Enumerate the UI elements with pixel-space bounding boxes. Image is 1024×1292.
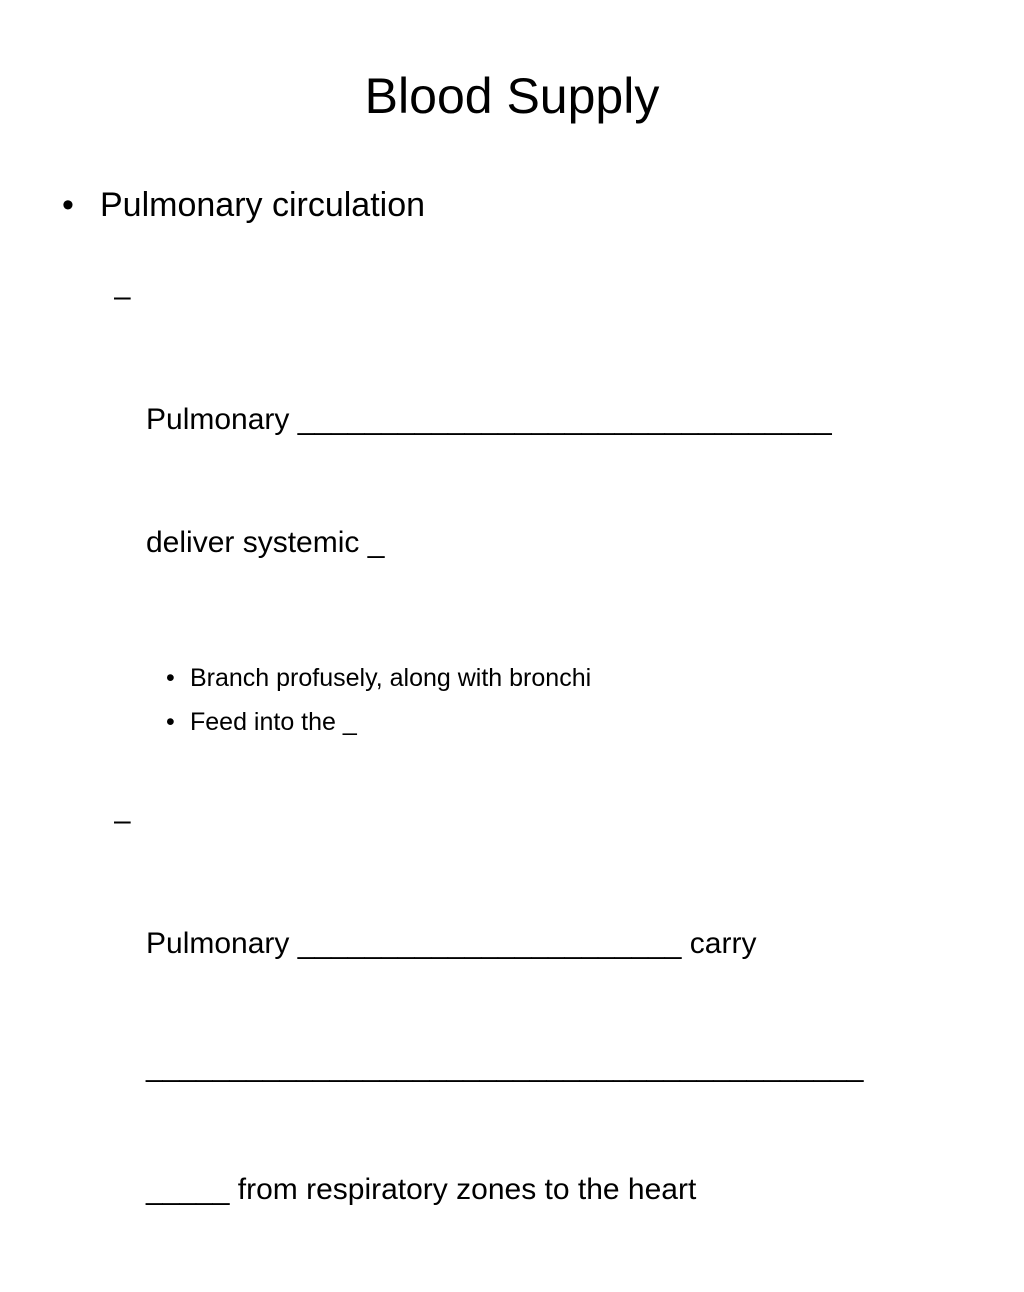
bullet-dot-icon: • xyxy=(62,186,74,224)
sub-bullet-line: Pulmonary ______________________________… xyxy=(146,403,832,436)
bullet-dot-icon: • xyxy=(166,708,175,736)
sub-sub-bullet-feed: • Feed into the _ xyxy=(166,700,982,744)
sub-sub-bullet-text: Feed into the _ xyxy=(190,708,357,736)
slide-title: Blood Supply xyxy=(364,68,660,124)
sub-sub-bullet-branch: • Branch profusely, along with bronchi xyxy=(166,656,982,700)
slide: Blood Supply • Pulmonary circulation – P… xyxy=(62,68,864,1206)
bullet-text: Pulmonary circulation xyxy=(100,186,426,224)
bullet-dot-icon: • xyxy=(166,664,175,692)
dash-icon: – xyxy=(114,280,131,313)
sub-bullet-line: Pulmonary _______________________ carry xyxy=(146,927,757,960)
sub-bullet-line: ________________________________________… xyxy=(146,1050,864,1083)
slide-content: • Pulmonary circulation – Pulmonary ____… xyxy=(62,182,982,1292)
sub-bullet-pulmonary-arteries: – Pulmonary ____________________________… xyxy=(114,276,982,645)
sub-bullet-line: deliver systemic _ xyxy=(146,526,385,559)
dash-icon: – xyxy=(114,804,131,837)
bullet-pulmonary-circulation: • Pulmonary circulation xyxy=(62,182,982,228)
sub-bullet-line: _____ from respiratory zones to the hear… xyxy=(146,1173,697,1206)
sub-bullet-pulmonary-veins: – Pulmonary _______________________ carr… xyxy=(114,800,982,1292)
sub-sub-bullet-text: Branch profusely, along with bronchi xyxy=(190,664,592,692)
